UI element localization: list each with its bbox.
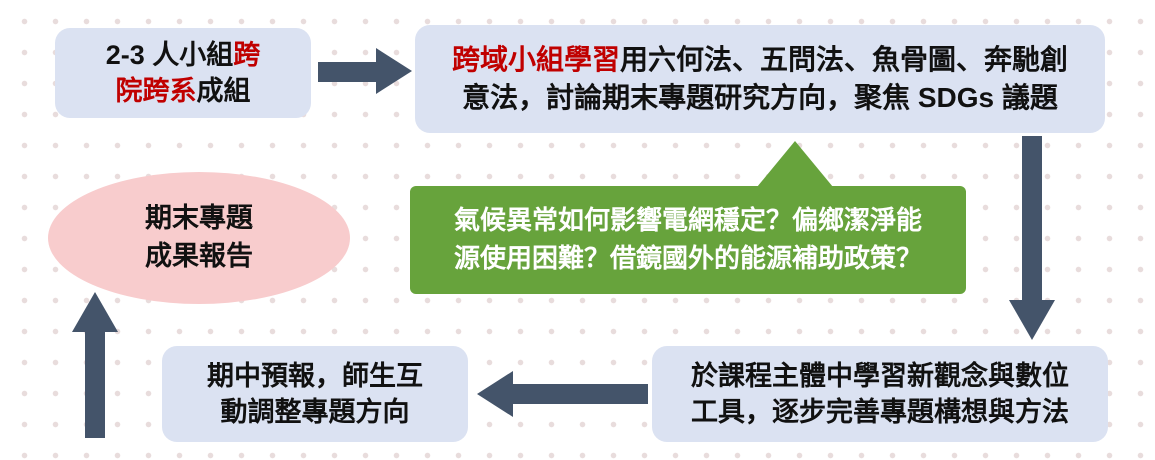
final-report-line2: 成果報告	[145, 241, 253, 271]
node-form-groups: 2-3 人小組跨院跨系成組	[55, 28, 311, 118]
form-groups-suffix: 成組	[196, 76, 251, 106]
form-groups-highlight: 跨院跨系	[115, 39, 261, 106]
node-final-report: 期末專題 成果報告	[48, 172, 350, 304]
question-callout: 氣候異常如何影響電網穩定？偏鄉潔淨能源使用困難？借鏡國外的能源補助政策？	[410, 186, 966, 294]
node-form-groups-text: 2-3 人小組跨院跨系成組	[95, 37, 271, 110]
node-course-learning-text: 於課程主體中學習新觀念與數位工具，逐步完善專題構想與方法	[691, 360, 1069, 427]
final-report-line1: 期末專題	[145, 203, 253, 234]
group-learning-highlight: 跨域小組學習	[451, 44, 620, 76]
arrow-shaft	[1022, 136, 1042, 300]
node-group-learning: 跨域小組學習用六何法、五問法、魚骨圖、奔馳創意法，討論期末專題研究方向，聚焦 S…	[415, 25, 1105, 133]
arrow-shaft	[513, 384, 648, 404]
node-midterm-report: 期中預報，師生互動調整專題方向	[162, 346, 468, 442]
question-callout-text: 氣候異常如何影響電網穩定？偏鄉潔淨能源使用困難？借鏡國外的能源補助政策？	[453, 205, 922, 273]
arrow-shaft	[318, 62, 376, 82]
callout-pointer-up-icon	[757, 141, 833, 187]
arrow-head	[72, 292, 118, 332]
node-course-learning: 於課程主體中學習新觀念與數位工具，逐步完善專題構想與方法	[652, 346, 1108, 442]
arrow-shaft	[85, 330, 105, 438]
node-midterm-report-text: 期中預報，師生互動調整專題方向	[207, 360, 423, 427]
arrow-head	[477, 371, 513, 417]
form-groups-prefix: 2-3 人小組	[105, 39, 234, 70]
group-learning-body: 用六何法、五問法、魚骨圖、奔馳創意法，討論期末專題研究方向，聚焦 SDGs 議題	[462, 44, 1069, 113]
arrow-head	[376, 48, 412, 94]
node-group-learning-text: 跨域小組學習用六何法、五問法、魚骨圖、奔馳創意法，討論期末專題研究方向，聚焦 S…	[445, 41, 1075, 117]
arrow-head	[1009, 300, 1055, 340]
